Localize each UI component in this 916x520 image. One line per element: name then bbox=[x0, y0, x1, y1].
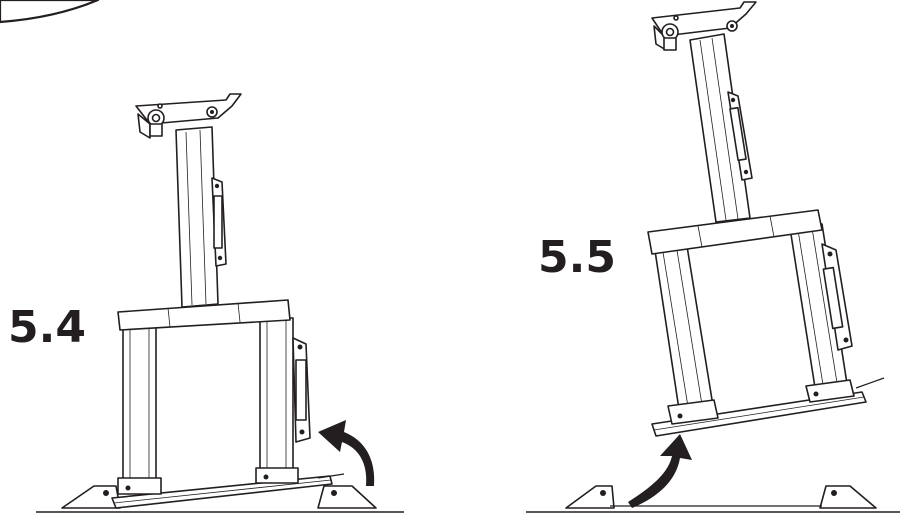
curved-arrow-icon bbox=[628, 434, 692, 508]
frame-crossbar bbox=[647, 209, 823, 255]
curved-arrow-icon bbox=[318, 420, 375, 486]
base-foot-left bbox=[565, 485, 615, 509]
base-foot-left bbox=[61, 485, 121, 509]
stand-assembly-step-5-4 bbox=[61, 93, 377, 509]
step-label-5-4: 5.4 bbox=[8, 302, 86, 353]
corner-circle-fragment bbox=[0, 0, 100, 24]
base-foot-right bbox=[317, 485, 377, 509]
frame-crossbar bbox=[117, 299, 291, 331]
frame-leg-right bbox=[259, 317, 294, 482]
frame-leg-left bbox=[653, 239, 715, 417]
base-plate bbox=[651, 391, 867, 437]
column bbox=[689, 33, 751, 223]
column bbox=[175, 126, 219, 308]
step-label-5-5: 5.5 bbox=[538, 232, 616, 283]
base-foot-right bbox=[819, 485, 877, 509]
frame-leg-left bbox=[122, 324, 157, 494]
stand-assembly-step-5-5 bbox=[565, 1, 885, 509]
